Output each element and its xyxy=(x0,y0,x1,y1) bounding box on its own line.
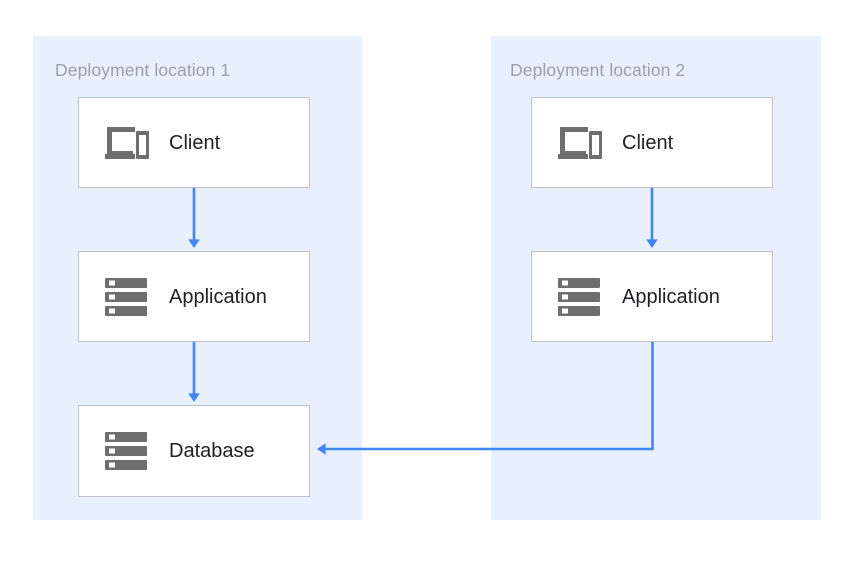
zone-label-1: Deployment location 1 xyxy=(55,60,231,80)
node-client-1[interactable]: Client xyxy=(78,97,310,188)
server-icon xyxy=(99,273,155,321)
node-label-database-1: Database xyxy=(169,440,255,462)
zone-label-2: Deployment location 2 xyxy=(510,60,686,80)
node-database-1[interactable]: Database xyxy=(78,405,310,497)
node-label-application-1: Application xyxy=(169,285,267,308)
database-icon xyxy=(99,427,155,475)
node-application-1[interactable]: Application xyxy=(78,251,310,342)
node-label-client-1: Client xyxy=(169,131,221,154)
node-client-2[interactable]: Client xyxy=(531,97,773,188)
devices-icon xyxy=(99,119,155,167)
node-label-application-2: Application xyxy=(622,285,720,308)
server-icon xyxy=(552,273,608,321)
node-application-2[interactable]: Application xyxy=(531,251,773,342)
devices-icon xyxy=(552,119,608,167)
node-label-client-2: Client xyxy=(622,131,674,154)
